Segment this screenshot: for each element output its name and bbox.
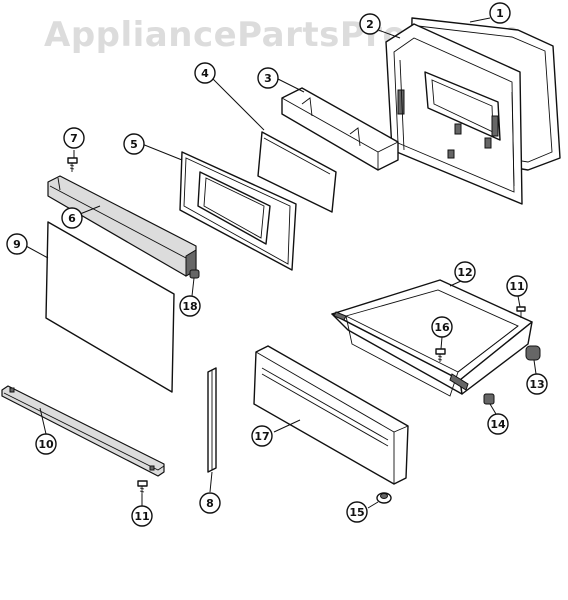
callout-13: 13	[526, 373, 548, 395]
svg-text:7: 7	[70, 132, 78, 145]
part-10-lower-door-trim	[1, 385, 165, 477]
part-14-clip	[483, 393, 495, 405]
svg-text:6: 6	[68, 212, 76, 225]
callout-5: 5	[123, 133, 145, 155]
callout-2: 2	[359, 13, 381, 35]
svg-text:11: 11	[134, 510, 149, 523]
svg-text:5: 5	[130, 138, 138, 151]
callout-15: 15	[346, 501, 368, 523]
callout-10: 10	[35, 433, 57, 455]
callout-11-upper: 11	[506, 275, 528, 297]
callout-6: 6	[61, 207, 83, 229]
part-4-glass-pane	[257, 131, 337, 213]
callout-3: 3	[257, 67, 279, 89]
svg-text:4: 4	[201, 67, 209, 80]
callouts: 1 2 3 4 5 6 7 8 9 10 11 11 12 13 14 15 1…	[6, 2, 548, 527]
callout-7: 7	[63, 127, 85, 149]
part-2-inner-door-panel	[385, 23, 523, 205]
part-3-insulation-block	[281, 87, 399, 171]
part-5-outer-door-frame	[179, 151, 297, 271]
svg-text:2: 2	[366, 18, 374, 31]
part-13-drawer-roller	[525, 345, 541, 361]
part-7-screw	[67, 157, 78, 172]
part-17-drawer-front	[253, 345, 409, 485]
svg-text:15: 15	[349, 506, 364, 519]
callout-11-lower: 11	[131, 505, 153, 527]
callout-1: 1	[489, 2, 511, 24]
part-15-bumper	[376, 492, 392, 504]
svg-text:13: 13	[529, 378, 544, 391]
part-16-screw	[435, 348, 446, 362]
callout-8: 8	[199, 492, 221, 514]
svg-text:11: 11	[509, 280, 524, 293]
callout-4: 4	[194, 62, 216, 84]
callout-9: 9	[6, 233, 28, 255]
callout-14: 14	[487, 413, 509, 435]
part-11-screw-upper	[516, 306, 526, 318]
svg-text:10: 10	[38, 438, 54, 451]
part-9-outer-door-panel	[45, 221, 175, 393]
part-18-clip	[189, 269, 200, 279]
svg-text:12: 12	[457, 266, 472, 279]
svg-text:3: 3	[264, 72, 272, 85]
callout-12: 12	[454, 261, 476, 283]
svg-text:1: 1	[496, 7, 504, 20]
part-11-screw-lower	[137, 480, 148, 494]
callout-17: 17	[251, 425, 273, 447]
part-8-side-trim	[207, 367, 217, 473]
svg-text:14: 14	[490, 418, 506, 431]
svg-text:18: 18	[182, 300, 197, 313]
svg-text:16: 16	[434, 321, 450, 334]
svg-text:9: 9	[13, 238, 21, 251]
callout-18: 18	[179, 295, 201, 317]
svg-text:17: 17	[254, 430, 269, 443]
svg-text:8: 8	[206, 497, 214, 510]
callout-16: 16	[431, 316, 453, 338]
part-12-drawer-body	[331, 279, 533, 397]
